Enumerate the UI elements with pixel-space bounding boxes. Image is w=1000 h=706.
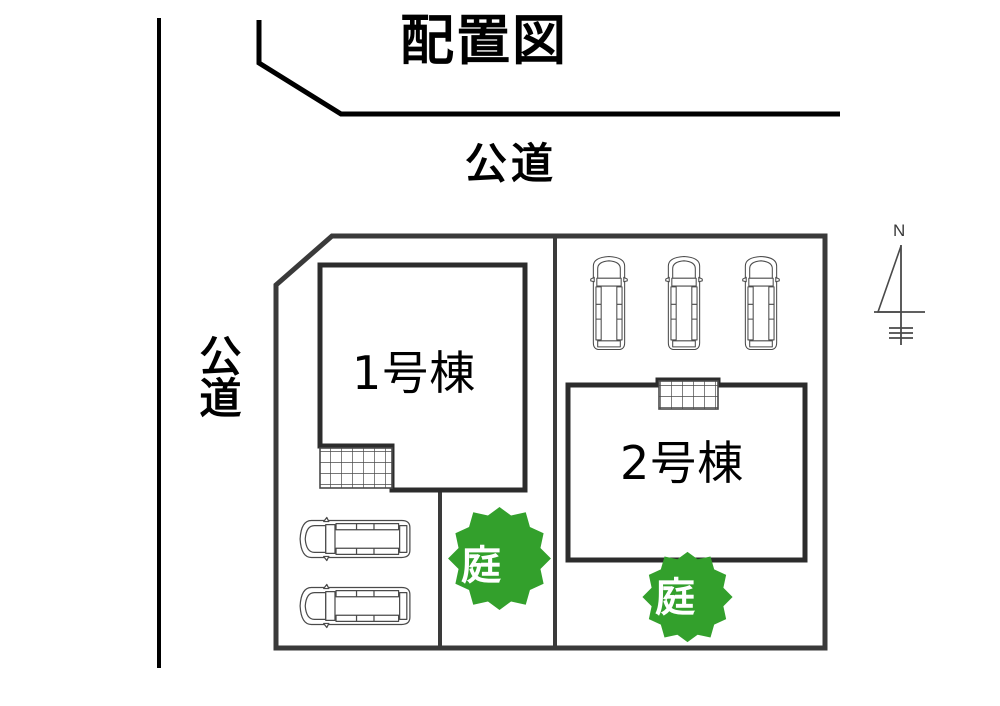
road-boundary-lines: [157, 18, 840, 668]
road-edge-top: [256, 20, 840, 117]
lot-dividers: [438, 236, 557, 648]
building-1-label: 1号棟: [352, 346, 477, 400]
parking-area-upper-right: [590, 255, 780, 351]
building-2-porch: [658, 380, 719, 410]
car-icon: [590, 255, 628, 351]
building-1-shape: [317, 262, 528, 493]
road-label-top: 公道: [465, 139, 558, 188]
compass-north-label: N: [893, 221, 906, 240]
road-label-left: 公道: [193, 334, 242, 418]
car-icon: [665, 255, 703, 351]
page-title: 配置図: [400, 9, 568, 72]
building-1-porch: [319, 447, 393, 489]
car-icon: [299, 516, 411, 562]
car-icon: [299, 583, 411, 629]
car-icon: [742, 255, 780, 351]
north-arrow-icon: [874, 245, 925, 345]
building-2-label: 2号棟: [620, 436, 745, 490]
